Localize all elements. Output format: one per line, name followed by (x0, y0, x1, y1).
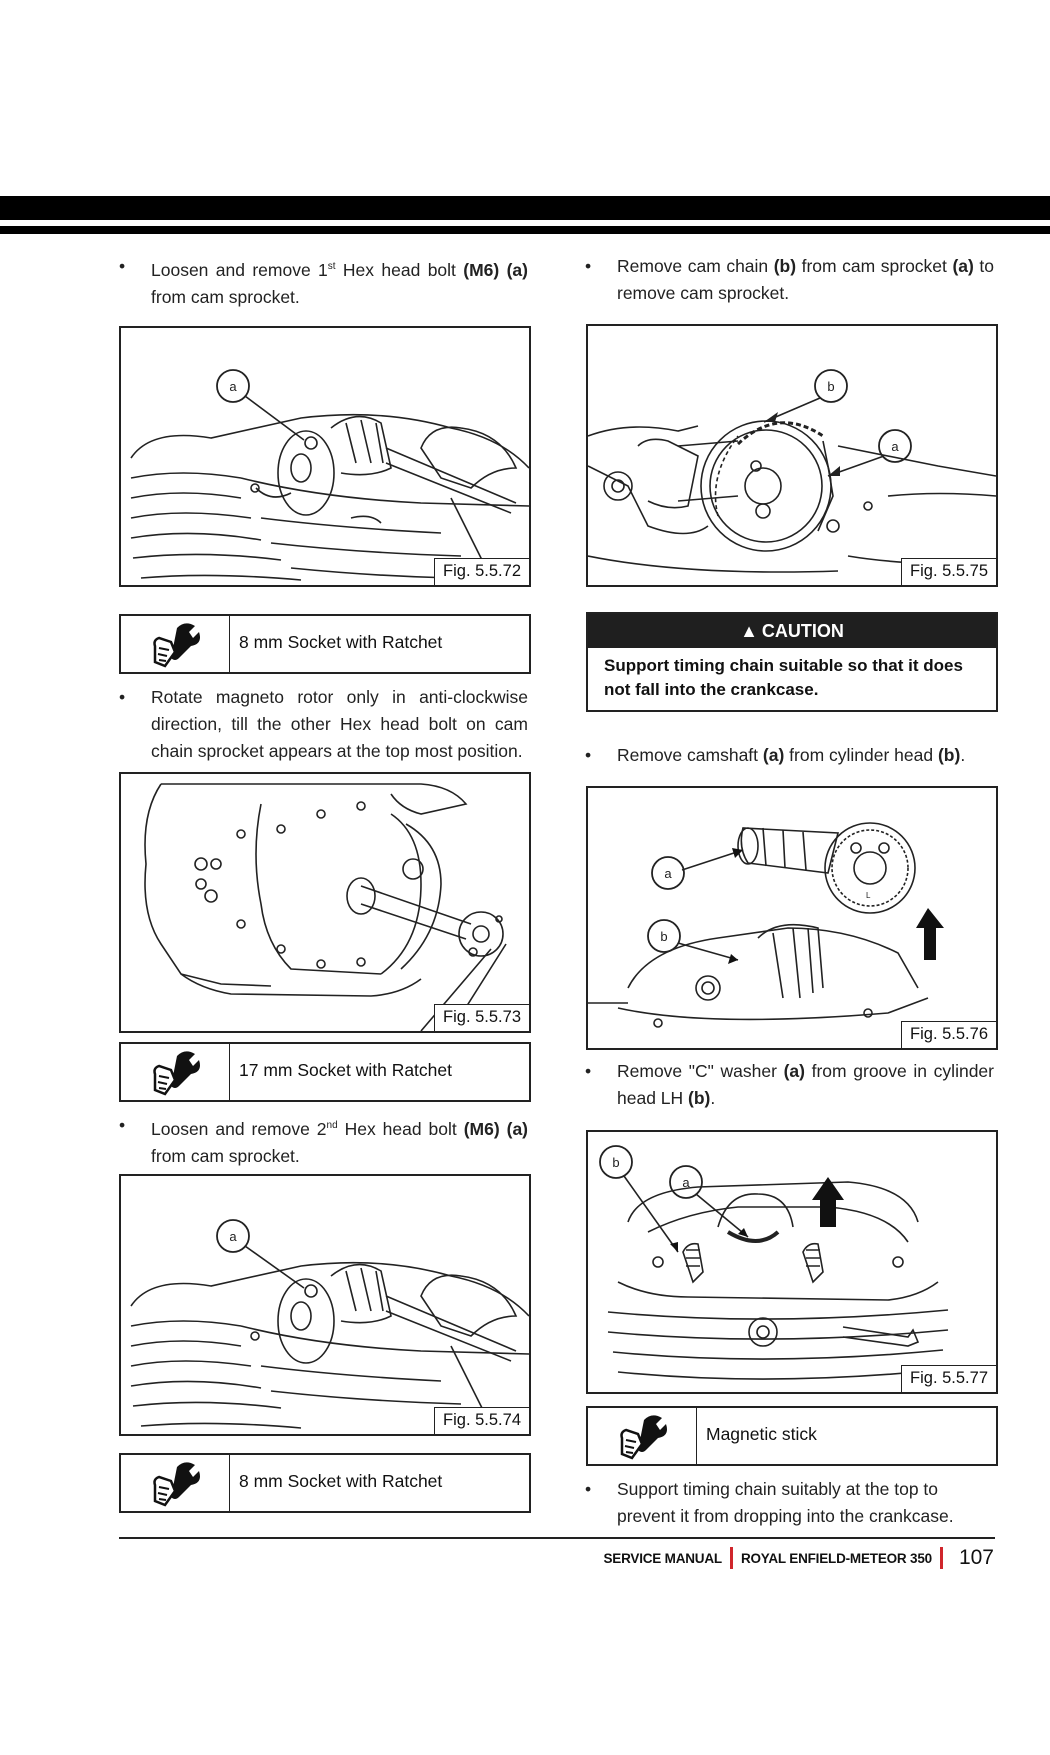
callout-b: b (827, 379, 834, 394)
figure-5-5-77: b a Fig. 5.5.77 (586, 1130, 998, 1394)
tool-icon-cell (121, 616, 230, 672)
figure-label: Fig. 5.5.75 (901, 558, 996, 585)
tool-box-8mm-socket-2: 8 mm Socket with Ratchet (119, 1453, 531, 1513)
footer-manual: SERVICE MANUAL (603, 1550, 722, 1566)
camshaft-illustration: L a b (588, 822, 944, 1028)
callout-b: b (612, 1155, 619, 1170)
footer-model: ROYAL ENFIELD-METEOR 350 (740, 1550, 932, 1566)
wrench-hand-icon (153, 1051, 200, 1096)
crankcase-illustration (144, 783, 507, 1031)
caution-box: ▲CAUTION Support timing chain suitable s… (586, 612, 998, 712)
svg-text:L: L (866, 891, 871, 900)
callout-a: a (229, 1229, 237, 1244)
step-loosen-first-bolt: • Loosen and remove 1st Hex head bolt (M… (119, 256, 528, 307)
step-remove-c-washer: • Remove "C" washer (a) from groove in c… (585, 1061, 994, 1108)
step-remove-camshaft: • Remove camshaft (a) from cylinder head… (585, 745, 966, 765)
cylinder-head-illustration: b a (599, 1145, 949, 1380)
figure-5-5-76: L a b Fig. 5.5.76 (586, 786, 998, 1050)
engine-illustration: a (130, 1219, 529, 1429)
callout-b: b (660, 929, 667, 944)
figure-5-5-73: Fig. 5.5.73 (119, 772, 531, 1033)
up-arrow-icon (670, 1177, 844, 1252)
figure-label: Fig. 5.5.77 (901, 1365, 996, 1392)
figure-label: Fig. 5.5.72 (434, 558, 529, 585)
tool-label: 17 mm Socket with Ratchet (239, 1060, 452, 1080)
caution-triangle-icon: ▲ (740, 621, 758, 641)
footer-separator (729, 1547, 733, 1569)
figure-label: Fig. 5.5.73 (434, 1004, 529, 1031)
figure-label: Fig. 5.5.74 (434, 1407, 529, 1434)
tool-label: 8 mm Socket with Ratchet (239, 632, 443, 652)
tool-label: 8 mm Socket with Ratchet (239, 1471, 443, 1491)
header-band-thin (0, 226, 1050, 234)
engine-illustration: a (130, 369, 529, 581)
tool-icon-cell (588, 1408, 697, 1464)
step-remove-cam-chain: • Remove cam chain (b) from cam sprocket… (585, 256, 994, 303)
header-band (0, 196, 1050, 220)
footer-separator (939, 1547, 943, 1569)
caution-text: Support timing chain suitable so that it… (604, 656, 963, 699)
tool-box-17mm-socket: 17 mm Socket with Ratchet (119, 1042, 531, 1102)
step-rotate-magneto: •Rotate magneto rotor only in anti-clock… (119, 687, 528, 761)
wrench-hand-icon (620, 1415, 667, 1460)
wrench-hand-icon (153, 1462, 200, 1507)
page-footer: SERVICE MANUAL ROYAL ENFIELD-METEOR 350 … (603, 1545, 994, 1571)
callout-a: a (664, 866, 672, 881)
step-loosen-second-bolt: • Loosen and remove 2nd Hex head bolt (M… (119, 1115, 528, 1166)
tool-icon-cell (121, 1044, 230, 1100)
callout-a: a (891, 439, 899, 454)
cam-sprocket-illustration: b a (588, 369, 996, 573)
tool-box-magnetic-stick: Magnetic stick (586, 1406, 998, 1466)
tool-label: Magnetic stick (706, 1424, 817, 1444)
tool-icon-cell (121, 1455, 230, 1511)
footer-rule (119, 1537, 995, 1539)
figure-5-5-75: b a Fig. 5.5.75 (586, 324, 998, 587)
step-support-timing-chain: •Support timing chain suitably at the to… (585, 1479, 954, 1526)
callout-a: a (229, 379, 237, 394)
callout-a: a (682, 1175, 690, 1190)
figure-5-5-72: a Fig. 5.5.72 (119, 326, 531, 587)
figure-5-5-74: a Fig. 5.5.74 (119, 1174, 531, 1436)
caution-header: ▲CAUTION (588, 614, 996, 648)
page-number: 107 (958, 1546, 994, 1569)
figure-label: Fig. 5.5.76 (901, 1021, 996, 1048)
tool-box-8mm-socket: 8 mm Socket with Ratchet (119, 614, 531, 674)
up-arrow-icon (728, 848, 944, 964)
wrench-hand-icon (153, 623, 200, 668)
